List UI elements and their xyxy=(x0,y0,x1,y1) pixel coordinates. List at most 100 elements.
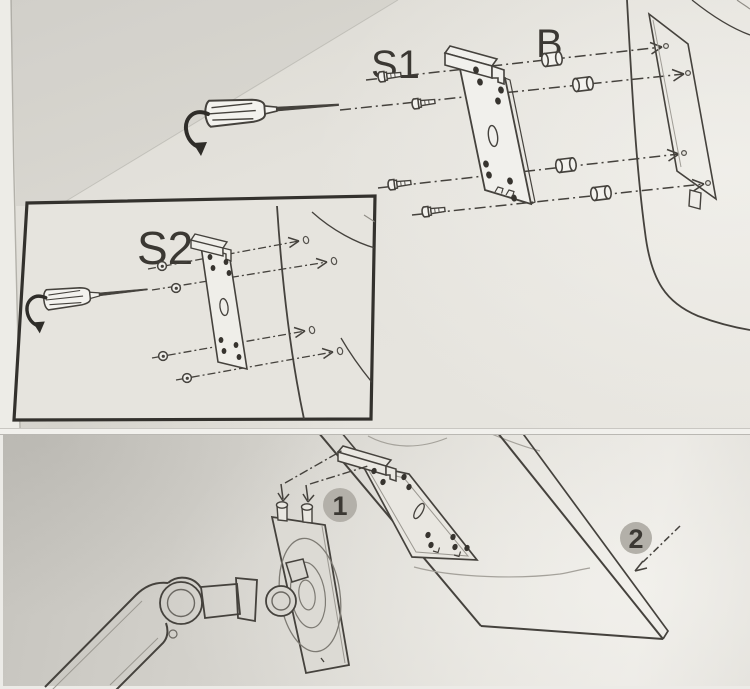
down-arrow-icon xyxy=(277,483,290,502)
arrowhead-icon xyxy=(293,326,306,339)
hole xyxy=(498,86,504,94)
hole xyxy=(233,342,239,348)
monitor-top-curve-2 xyxy=(736,0,750,10)
hole xyxy=(507,177,513,185)
bracket-center-slot xyxy=(219,297,229,317)
hole xyxy=(450,533,456,541)
vesa-hook-bracket xyxy=(443,45,536,206)
hole xyxy=(473,66,479,74)
screw-icon xyxy=(181,372,193,384)
hole xyxy=(684,69,691,76)
guide-line xyxy=(151,330,306,359)
badge-number: 2 xyxy=(628,524,643,554)
inset-wall-holes xyxy=(302,235,344,356)
spacer-icon xyxy=(554,156,578,174)
monitor-tab xyxy=(688,189,702,210)
hole xyxy=(226,270,232,276)
hole xyxy=(223,259,229,265)
hole xyxy=(425,531,431,539)
hole xyxy=(486,171,492,179)
bracket-center-slot xyxy=(413,502,425,520)
arrowhead-icon xyxy=(321,347,334,360)
arrowhead-icon xyxy=(287,236,300,249)
wrist-joint-outer xyxy=(265,585,297,617)
arm-detail-circle xyxy=(168,629,178,639)
bracket-center-slot xyxy=(487,124,499,148)
step-badge-1: 1 xyxy=(323,488,357,522)
screw-icon xyxy=(157,350,169,362)
hook-rail-hook xyxy=(491,64,505,86)
hole xyxy=(401,473,407,481)
screw-icon xyxy=(156,260,168,272)
screw-icon xyxy=(386,176,413,191)
hole xyxy=(218,337,224,343)
monitor-holes xyxy=(662,42,711,187)
bracket-on-monitor xyxy=(336,445,479,561)
guide-line xyxy=(151,261,328,291)
arm-link xyxy=(199,583,241,619)
hole xyxy=(428,541,434,549)
photo-separator xyxy=(0,428,750,435)
hole xyxy=(308,325,316,335)
vesa-recess xyxy=(647,12,718,201)
monitor-curve xyxy=(363,214,375,223)
bottom-illustration: 1 2 xyxy=(44,435,681,689)
hook-guides xyxy=(277,449,369,503)
inset-bracket xyxy=(189,233,248,371)
arrowhead-icon xyxy=(649,41,663,55)
hole xyxy=(371,467,377,475)
arm-lower-inner xyxy=(109,637,159,686)
recess-inner-line xyxy=(652,19,682,168)
hole xyxy=(464,544,470,552)
top-photo-panel: S1 xyxy=(0,0,750,428)
inset-s2: S2 xyxy=(12,194,377,422)
elbow-joint-outer xyxy=(159,581,203,625)
arrowhead-icon xyxy=(671,68,685,82)
hole xyxy=(236,354,242,360)
hole xyxy=(406,483,412,491)
spacer-icon xyxy=(589,184,613,202)
plate-mark xyxy=(320,657,325,663)
guide-line xyxy=(175,351,334,381)
arrowhead-icon xyxy=(634,560,648,572)
guide-line-4 xyxy=(411,183,705,216)
hole xyxy=(302,235,310,245)
plate-hooks xyxy=(275,501,314,524)
hole xyxy=(207,254,213,260)
spacers-b xyxy=(540,50,613,202)
hook-rail xyxy=(336,445,393,476)
hole xyxy=(680,150,687,157)
monitor-back xyxy=(626,0,750,331)
down-arrow-icon xyxy=(302,484,315,503)
hole xyxy=(704,180,711,187)
spacer-icon xyxy=(540,50,564,68)
spacer-icon xyxy=(571,75,595,93)
hole xyxy=(662,42,669,49)
elbow-housing xyxy=(167,576,202,589)
guide-line-1 xyxy=(365,46,663,81)
hook-tab-cap xyxy=(300,503,314,511)
arm-lower-edge xyxy=(115,622,169,689)
hole xyxy=(336,346,344,356)
guide-lines xyxy=(284,449,369,485)
monitor-arm xyxy=(44,558,309,689)
badge-circle xyxy=(620,522,652,554)
hole xyxy=(452,543,458,551)
elbow-joint-inner xyxy=(166,588,196,618)
badge-2-guide xyxy=(642,525,681,563)
screw-icon xyxy=(170,282,182,294)
bracket-plate xyxy=(457,62,533,206)
monitor-top-curve xyxy=(691,0,750,36)
arm-clevis xyxy=(235,577,258,623)
monitor-back-curve xyxy=(413,566,591,578)
screw-icon xyxy=(410,95,437,110)
bottom-photo-panel: 1 2 xyxy=(0,435,750,689)
hole xyxy=(380,478,386,486)
inset-border xyxy=(12,194,377,422)
plate-ring-inner xyxy=(298,579,316,611)
monitor-curve xyxy=(311,211,375,249)
hole xyxy=(477,78,483,86)
screws-s1 xyxy=(376,68,447,218)
step-badge-2: 2 xyxy=(620,522,681,572)
